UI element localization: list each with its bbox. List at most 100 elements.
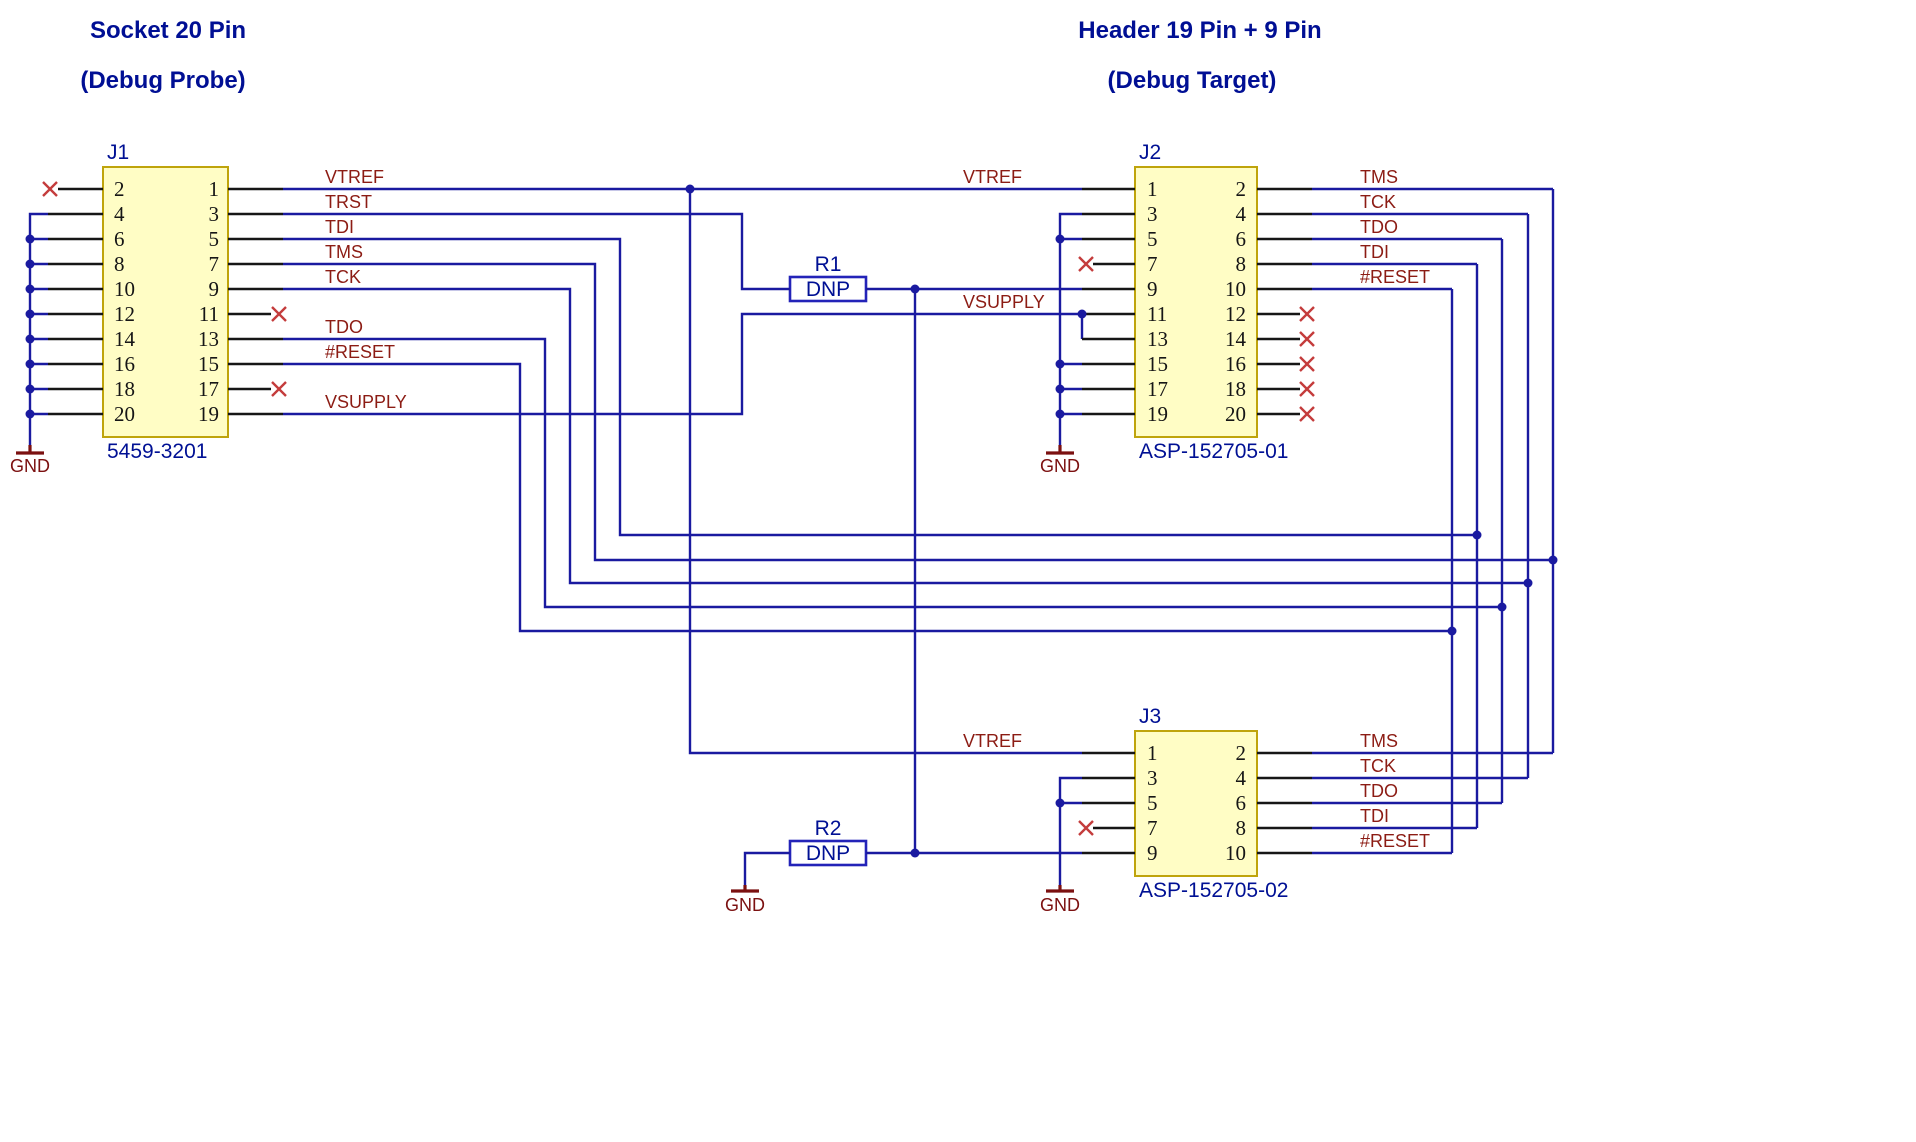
pin-number: 7 xyxy=(209,252,220,276)
junction-dot xyxy=(1055,359,1065,369)
net-label-tms-j3: TMS xyxy=(1360,731,1398,751)
title-probe-line1: Socket 20 Pin xyxy=(90,17,246,44)
r2-body xyxy=(788,839,868,867)
pin-number: 2 xyxy=(114,177,125,201)
net-label-vsupply-j2: VSUPPLY xyxy=(963,292,1045,312)
junction-dot xyxy=(1472,530,1482,540)
pin-number: 13 xyxy=(1147,327,1168,351)
no-connect-icon xyxy=(1299,356,1315,372)
gnd-symbol xyxy=(731,885,759,893)
junction-dot xyxy=(910,848,920,858)
pin-number: 1 xyxy=(1147,177,1158,201)
wire-tck xyxy=(283,214,1530,778)
net-label-tdo-j1: TDO xyxy=(325,317,363,337)
wire-reset xyxy=(283,289,1454,853)
j1-left-pins xyxy=(48,187,103,416)
junction-dot xyxy=(1055,409,1065,419)
junction-dot xyxy=(1523,578,1533,588)
wires xyxy=(28,187,1555,885)
net-label-tck-j2: TCK xyxy=(1360,192,1396,212)
j1-right-pins xyxy=(228,187,283,416)
junction-dot xyxy=(25,384,35,394)
wire-trst xyxy=(283,212,790,291)
junction-dot xyxy=(1077,309,1087,319)
pin-number: 17 xyxy=(198,377,219,401)
pin-number: 8 xyxy=(1236,816,1247,840)
pin-number: 15 xyxy=(1147,352,1168,376)
net-label-trst-j1: TRST xyxy=(325,192,372,212)
junction-dot xyxy=(25,284,35,294)
pin-stubs xyxy=(48,187,1312,855)
pin-number: 8 xyxy=(1236,252,1247,276)
title-probe-line2: (Debug Probe) xyxy=(80,67,245,94)
wire-gnd-j2 xyxy=(1058,212,1082,445)
pin-number: 3 xyxy=(1147,202,1158,226)
component-bodies xyxy=(102,166,1258,877)
pin-number: 11 xyxy=(1147,302,1167,326)
pin-number: 7 xyxy=(1147,252,1158,276)
junction-dot xyxy=(1548,555,1558,565)
j1-pin-numbers: 2 4 6 8 10 12 14 16 18 20 1 3 5 7 9 11 1… xyxy=(114,177,219,426)
pin-number: 16 xyxy=(1225,352,1246,376)
pin-number: 19 xyxy=(1147,402,1168,426)
junction-dot xyxy=(25,334,35,344)
net-label-reset-j2: #RESET xyxy=(1360,267,1430,287)
j2-left-pins xyxy=(1082,187,1135,416)
no-connect-icon xyxy=(1078,256,1094,272)
wire-tdo xyxy=(283,239,1504,803)
junction-dot xyxy=(1055,234,1065,244)
junction-dot xyxy=(25,409,35,419)
j2-part: ASP-152705-01 xyxy=(1139,440,1288,463)
pin-number: 4 xyxy=(114,202,125,226)
junction-dots xyxy=(25,184,1558,858)
no-connect-icon xyxy=(1299,331,1315,347)
pin-number: 4 xyxy=(1236,202,1247,226)
wire-gnd-j1 xyxy=(28,212,48,445)
pin-number: 13 xyxy=(198,327,219,351)
wire-r2-gnd xyxy=(743,851,790,885)
net-label-vsupply-j1: VSUPPLY xyxy=(325,392,407,412)
j1-body xyxy=(102,166,229,438)
pin-number: 12 xyxy=(1225,302,1246,326)
r2-value: DNP xyxy=(806,842,850,865)
pin-number: 6 xyxy=(1236,791,1247,815)
j2-body xyxy=(1134,166,1258,438)
net-label-tdi-j1: TDI xyxy=(325,217,354,237)
j3-pin-numbers: 1 3 5 7 9 2 4 6 8 10 xyxy=(1147,741,1247,865)
pin-number: 3 xyxy=(209,202,220,226)
net-label-vtref-j3: VTREF xyxy=(963,731,1022,751)
no-connect-icon xyxy=(1078,820,1094,836)
net-label-reset-j3: #RESET xyxy=(1360,831,1430,851)
j1-part: 5459-3201 xyxy=(107,440,207,463)
pin-number: 9 xyxy=(1147,841,1158,865)
references: J1 5459-3201 J2 ASP-152705-01 J3 ASP-152… xyxy=(107,141,1288,902)
j3-ref: J3 xyxy=(1139,705,1161,728)
pin-number: 10 xyxy=(114,277,135,301)
net-label-tdi-j3: TDI xyxy=(1360,806,1389,826)
title-target-line2: (Debug Target) xyxy=(1108,67,1277,94)
no-connect-icon xyxy=(42,181,58,197)
no-connect-marks xyxy=(42,181,1315,836)
no-connect-icon xyxy=(1299,381,1315,397)
junction-dot xyxy=(1055,384,1065,394)
j2-right-pins xyxy=(1257,187,1312,416)
pin-number: 16 xyxy=(114,352,135,376)
junction-dot xyxy=(1447,626,1457,636)
wire-gnd-j3 xyxy=(1058,776,1082,885)
pin-number: 14 xyxy=(114,327,136,351)
pin-number: 5 xyxy=(209,227,220,251)
wire-j2-right xyxy=(1312,187,1553,291)
pin-number: 8 xyxy=(114,252,125,276)
pin-number: 1 xyxy=(209,177,220,201)
net-label-tdo-j2: TDO xyxy=(1360,217,1398,237)
junction-dot xyxy=(1055,798,1065,808)
pin-number: 4 xyxy=(1236,766,1247,790)
net-label-tck-j3: TCK xyxy=(1360,756,1396,776)
pin-number: 15 xyxy=(198,352,219,376)
junction-dot xyxy=(910,284,920,294)
wire-vtref xyxy=(283,187,1082,755)
pin-number: 6 xyxy=(114,227,125,251)
r1-ref: R1 xyxy=(815,253,842,276)
junction-dot xyxy=(25,309,35,319)
